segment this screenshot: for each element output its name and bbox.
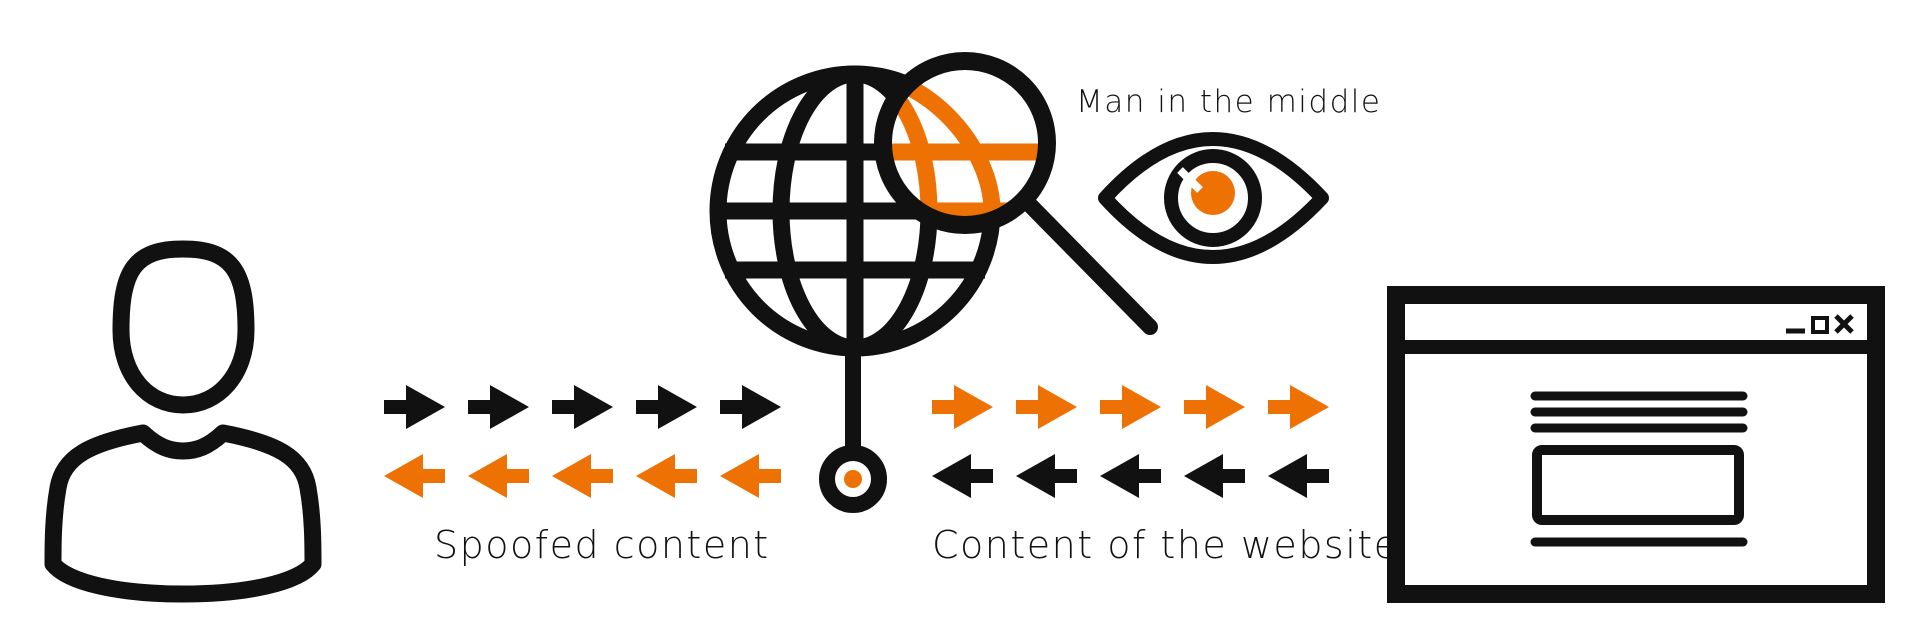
arrow-left-icon — [932, 454, 993, 498]
arrow-right-icon — [720, 385, 781, 429]
arrow-right-icon — [636, 385, 697, 429]
arrow-right-icon — [932, 385, 993, 429]
arrow-left-icon — [1184, 454, 1245, 498]
browser-window-icon — [1387, 286, 1885, 603]
arrow-right-icon — [384, 385, 445, 429]
arrow-right-icon — [468, 385, 529, 429]
eye-icon — [1098, 132, 1329, 264]
maximize-icon — [1811, 316, 1829, 334]
arrow-left-icon — [468, 454, 529, 498]
arrow-left-icon — [384, 454, 445, 498]
arrow-left-icon — [720, 454, 781, 498]
network-node-icon — [819, 348, 887, 513]
arrow-left-icon — [552, 454, 613, 498]
arrow-left-icon — [1016, 454, 1077, 498]
arrow-right-icon — [1100, 385, 1161, 429]
close-icon — [1834, 314, 1854, 334]
arrow-right-icon — [1016, 385, 1077, 429]
user-silhouette-icon — [44, 240, 322, 603]
magnifying-glass-icon — [874, 52, 1158, 335]
arrow-left-icon — [636, 454, 697, 498]
arrow-right-icon — [1184, 385, 1245, 429]
arrow-left-icon — [1268, 454, 1329, 498]
website-content-label: Content of the website — [932, 523, 1399, 567]
spoofed-content-label: Spoofed content — [434, 523, 770, 567]
arrow-flows — [384, 385, 1329, 498]
arrow-left-icon — [1100, 454, 1161, 498]
arrow-right-icon — [1268, 385, 1329, 429]
arrow-right-icon — [552, 385, 613, 429]
man-in-the-middle-label: Man in the middle — [1076, 84, 1382, 120]
